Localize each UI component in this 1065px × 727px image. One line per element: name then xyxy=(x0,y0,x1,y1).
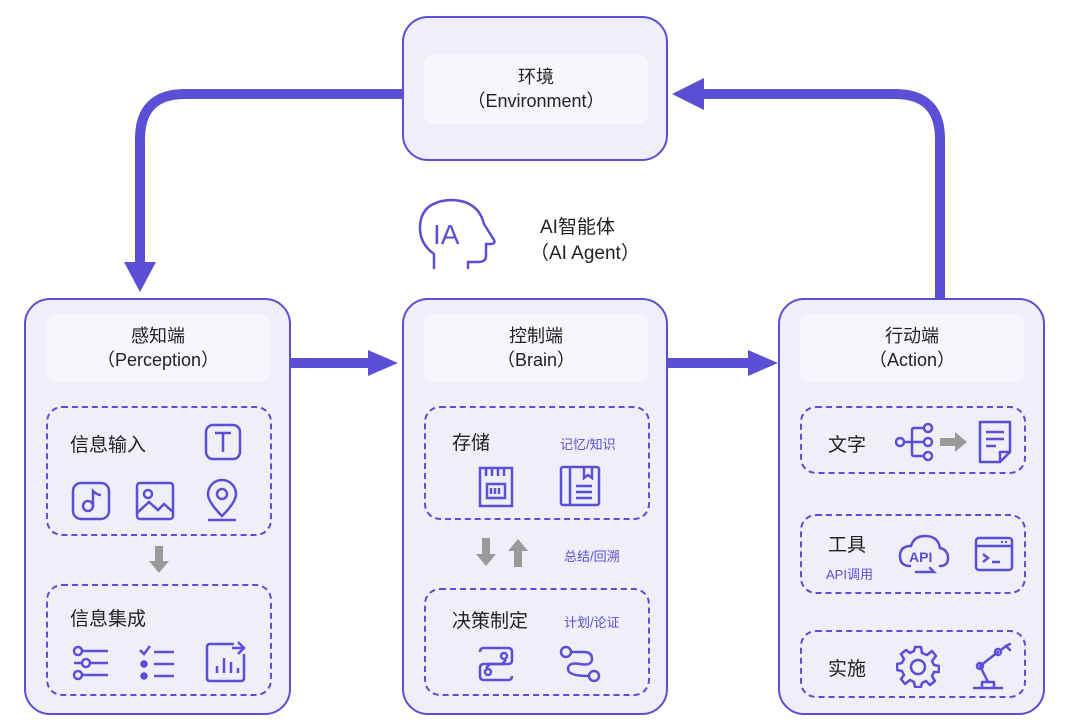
arrow-right-icon xyxy=(940,432,967,452)
perception-title-box: 感知端 （Perception） xyxy=(46,314,270,382)
decision-label: 决策制定 xyxy=(452,611,529,632)
storage-label: 存储 xyxy=(452,433,491,454)
brain-card: 控制端 （Brain） 存储 记忆/知识 总结/回溯 决策制定 xyxy=(402,298,668,715)
agent-name-en: （AI Agent） xyxy=(530,243,640,264)
checklist-icon xyxy=(139,645,174,680)
environment-title: 环境 xyxy=(518,67,554,87)
tools-group: 工具 API调用 API xyxy=(800,514,1026,594)
svg-text:API: API xyxy=(909,549,932,565)
book-icon xyxy=(559,465,601,507)
text-action-group: 文字 xyxy=(800,406,1026,474)
perception-subtitle: （Perception） xyxy=(96,350,220,370)
summary-arrows-icon xyxy=(476,538,528,567)
brain-title-box: 控制端 （Brain） xyxy=(424,314,648,382)
music-icon xyxy=(71,481,111,521)
action-card: 行动端 （Action） 文字 工具 API调用 xyxy=(778,298,1045,715)
arrow-env-to-perception xyxy=(135,89,402,268)
action-title: 行动端 xyxy=(885,326,939,346)
document-icon xyxy=(978,420,1012,464)
flow-icon xyxy=(478,646,514,682)
summary-label: 总结/回溯 xyxy=(564,549,620,564)
storage-group: 存储 记忆/知识 xyxy=(424,406,650,520)
brain-subtitle: （Brain） xyxy=(496,350,576,370)
environment-title-box: 环境 （Environment） xyxy=(424,54,648,124)
svg-text:IA: IA xyxy=(433,219,460,250)
info-input-group: 信息输入 xyxy=(46,406,272,536)
action-title-box: 行动端 （Action） xyxy=(800,314,1024,382)
arrow-action-to-env xyxy=(700,89,945,298)
tools-label: 工具 xyxy=(828,535,867,556)
environment-subtitle: （Environment） xyxy=(467,91,605,111)
perception-title: 感知端 xyxy=(131,326,185,346)
route-icon xyxy=(559,645,601,683)
decision-group: 决策制定 计划/论证 xyxy=(424,588,650,696)
branch-icon xyxy=(894,422,934,462)
action-subtitle: （Action） xyxy=(868,350,956,370)
filter-list-icon xyxy=(72,645,108,681)
down-arrow-icon xyxy=(149,546,169,573)
environment-card: 环境 （Environment） xyxy=(402,16,668,161)
info-integration-group: 信息集成 xyxy=(46,584,272,696)
head-ia-icon: IA xyxy=(418,198,496,270)
chart-icon xyxy=(205,641,246,683)
robot-arm-icon xyxy=(972,642,1012,690)
info-integration-label: 信息集成 xyxy=(70,609,147,630)
decision-sub: 计划/论证 xyxy=(564,615,620,630)
execute-group: 实施 xyxy=(800,630,1026,698)
sd-card-icon xyxy=(478,466,514,508)
location-icon xyxy=(206,478,238,522)
tools-sub: API调用 xyxy=(826,567,873,582)
brain-title: 控制端 xyxy=(509,326,563,346)
storage-sub: 记忆/知识 xyxy=(560,437,616,452)
execute-label: 实施 xyxy=(828,659,867,680)
image-icon xyxy=(135,481,175,521)
agent-name: AI智能体 xyxy=(540,217,615,238)
gear-icon xyxy=(896,645,940,688)
text-icon xyxy=(204,423,242,461)
terminal-icon xyxy=(974,536,1014,572)
api-cloud-icon: API xyxy=(898,534,950,574)
perception-card: 感知端 （Perception） 信息输入 信息集成 xyxy=(24,298,291,715)
text-action-label: 文字 xyxy=(828,435,867,456)
info-input-label: 信息输入 xyxy=(70,435,147,456)
